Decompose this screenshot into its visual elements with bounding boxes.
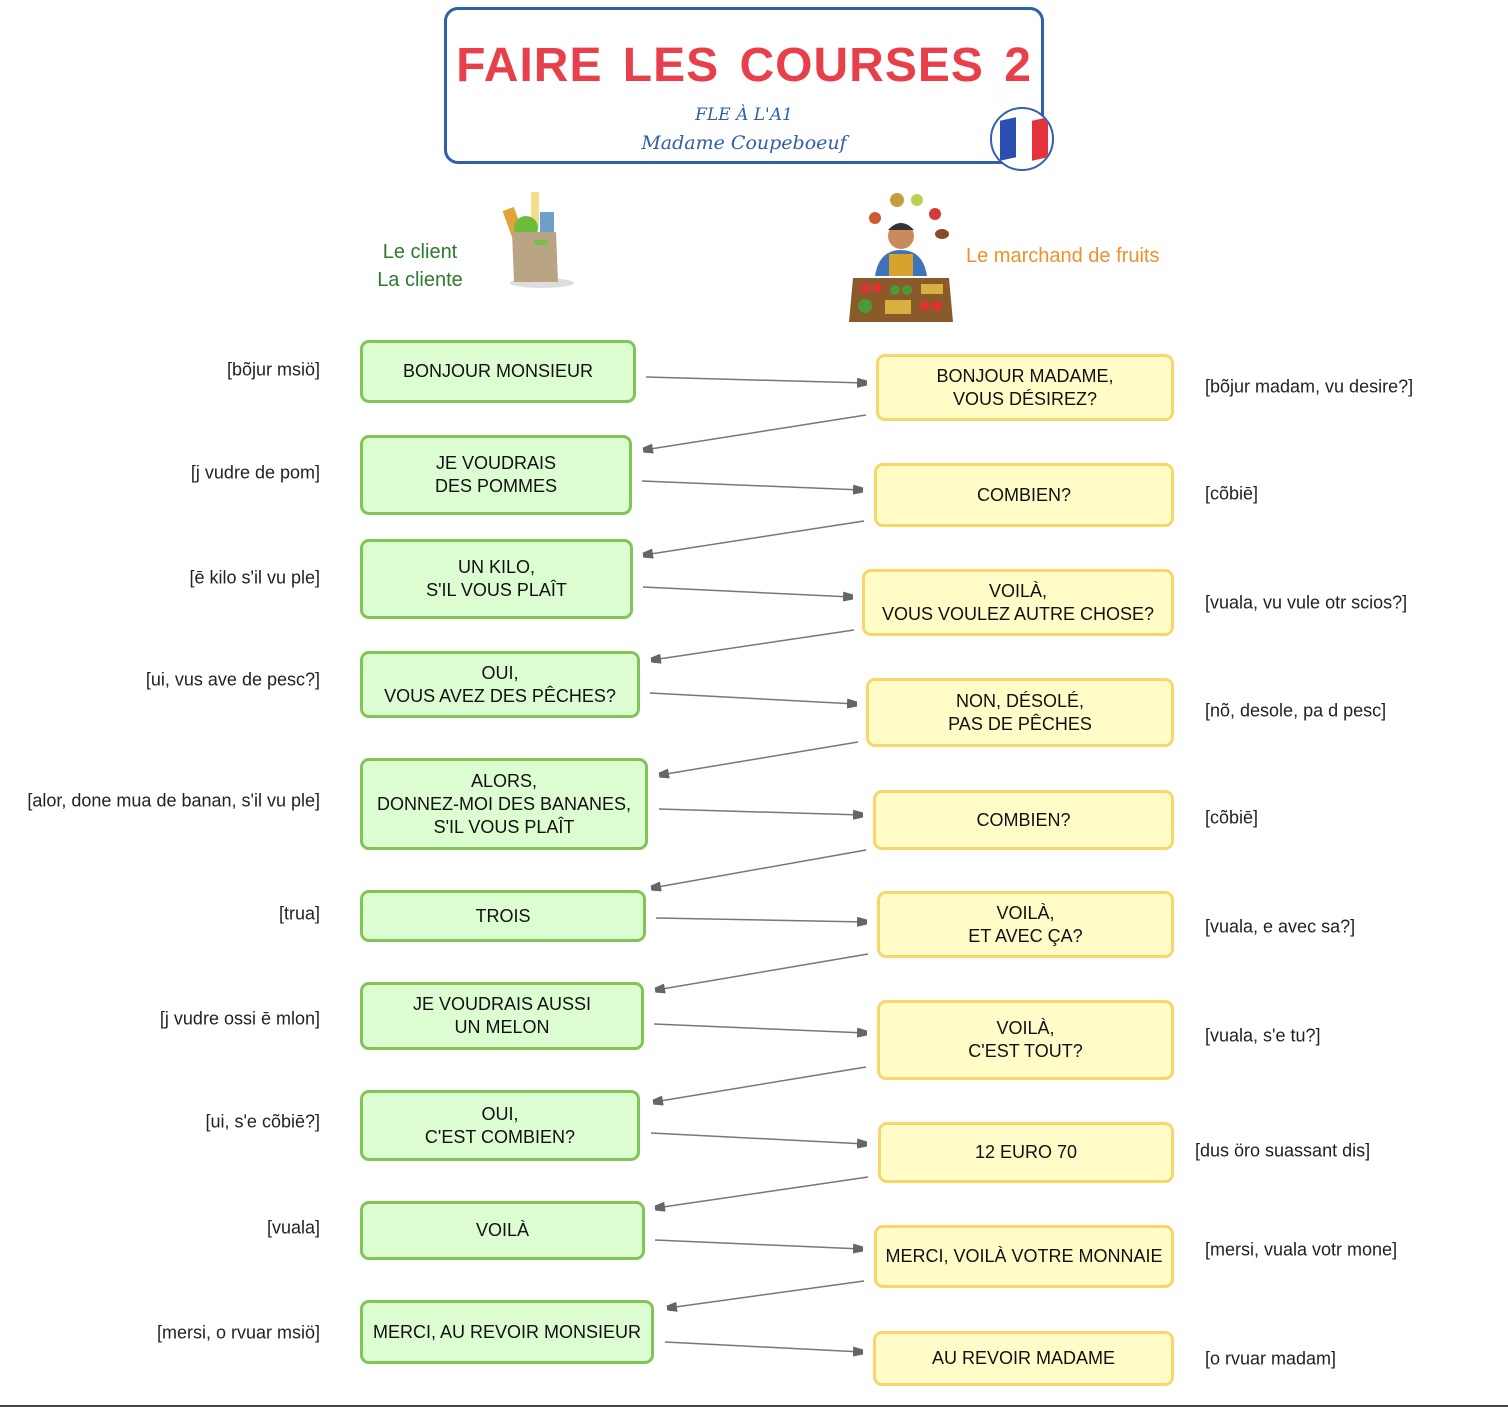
title-box: FAIRE LES COURSES 2 FLE À L'A1 Madame Co… xyxy=(444,7,1044,164)
vendor-box: BONJOUR MADAME, VOUS DÉSIREZ? xyxy=(876,354,1174,421)
vendor-phonetic: [vuala, s'e tu?] xyxy=(1205,1025,1321,1046)
client-box: UN KILO, S'IL VOUS PLAÎT xyxy=(360,539,633,619)
vendor-label: Le marchand de fruits xyxy=(966,245,1160,267)
vendor-box: AU REVOIR MADAME xyxy=(873,1331,1174,1386)
client-box: JE VOUDRAIS AUSSI UN MELON xyxy=(360,982,644,1050)
dialogue-arrow xyxy=(654,1239,862,1249)
client-phonetic: [mersi, o rvuar msiö] xyxy=(156,1322,320,1343)
dialogue-arrow xyxy=(658,808,862,815)
vendor-box: MERCI, VOILÀ VOTRE MONNAIE xyxy=(874,1225,1174,1288)
client-phonetic: [alor, done mua de banan, s'il vu ple] xyxy=(27,790,320,811)
client-label: Le client La cliente xyxy=(360,238,480,294)
dialogue-arrow xyxy=(655,918,866,922)
client-box: MERCI, AU REVOIR MONSIEUR xyxy=(360,1300,654,1364)
vendor-box: VOILÀ, C'EST TOUT? xyxy=(877,1000,1174,1080)
vendor-phonetic: [dus öro suassant dis] xyxy=(1195,1140,1371,1161)
vendor-phonetic: [mersi, vuala votr mone] xyxy=(1205,1239,1398,1260)
dialogue-arrow xyxy=(664,1341,862,1352)
client-box: VOILÀ xyxy=(360,1201,645,1260)
dialogue-arrow xyxy=(652,629,855,660)
dialogue-arrow xyxy=(654,1066,867,1102)
dialogue-arrow xyxy=(642,586,852,597)
author: Madame Coupeboeuf xyxy=(641,132,847,154)
client-phonetic: [trua] xyxy=(278,903,320,924)
vendor-phonetic: [bõjur madam, vu desire?] xyxy=(1205,376,1414,397)
vendor-phonetic: [vuala, vu vule otr scios?] xyxy=(1205,592,1408,613)
client-box: TROIS xyxy=(360,890,646,942)
grocery-bag-icon xyxy=(502,192,574,288)
vendor-phonetic: [o rvuar madam] xyxy=(1205,1348,1337,1369)
dialogue-arrow xyxy=(644,520,865,555)
dialogue-arrow xyxy=(653,1023,866,1033)
client-box: OUI, VOUS AVEZ DES PÊCHES? xyxy=(360,651,640,718)
vendor-phonetic: [nõ, desole, pa d pesc] xyxy=(1205,700,1387,721)
client-label-line2: La cliente xyxy=(377,269,463,291)
dialogue-arrow xyxy=(644,414,867,450)
client-label-line1: Le client xyxy=(382,241,458,263)
france-flag-icon xyxy=(990,107,1054,171)
client-box: ALORS, DONNEZ-MOI DES BANANES, S'IL VOUS… xyxy=(360,758,648,850)
client-phonetic: [bõjur msiö] xyxy=(226,359,320,380)
vendor-box: COMBIEN? xyxy=(873,790,1174,850)
client-phonetic: [j vudre ossi ē mlon] xyxy=(159,1008,320,1029)
page-title: FAIRE LES COURSES 2 xyxy=(456,39,1032,92)
bottom-border xyxy=(0,1405,1508,1407)
dialogue-arrow xyxy=(656,953,869,990)
dialogue-arrow xyxy=(656,1176,869,1208)
dialogue-arrow xyxy=(668,1280,865,1308)
client-phonetic: [vuala] xyxy=(266,1217,320,1238)
vendor-box: VOILÀ, ET AVEC ÇA? xyxy=(877,891,1174,958)
client-phonetic: [ē kilo s'il vu ple] xyxy=(189,567,321,588)
dialogue-arrow xyxy=(649,692,856,704)
client-phonetic: [ui, vus ave de pesc?] xyxy=(145,669,320,690)
vendor-box: NON, DÉSOLÉ, PAS DE PÊCHES xyxy=(866,678,1174,747)
dialogue-arrow xyxy=(652,849,867,888)
vendor-phonetic: [vuala, e avec sa?] xyxy=(1205,916,1356,937)
dialogue-arrow xyxy=(645,376,866,383)
client-box: OUI, C'EST COMBIEN? xyxy=(360,1090,640,1161)
client-box: BONJOUR MONSIEUR xyxy=(360,340,636,403)
client-phonetic: [j vudre de pom] xyxy=(190,462,320,483)
dialogue-arrow xyxy=(641,480,862,490)
subtitle: FLE À L'A1 xyxy=(695,105,793,125)
vendor-phonetic: [cõbiē] xyxy=(1205,807,1259,828)
client-box: JE VOUDRAIS DES POMMES xyxy=(360,435,632,515)
client-phonetic: [ui, s'e cõbiē?] xyxy=(205,1111,320,1132)
dialogue-arrow xyxy=(650,1132,866,1144)
dialogue-arrow xyxy=(660,741,859,775)
vendor-phonetic: [cõbiē] xyxy=(1205,483,1259,504)
vendor-box: VOILÀ, VOUS VOULEZ AUTRE CHOSE? xyxy=(862,569,1174,636)
fruit-vendor-icon xyxy=(849,193,953,322)
vendor-box: 12 EURO 70 xyxy=(878,1122,1174,1183)
vendor-box: COMBIEN? xyxy=(874,463,1174,527)
